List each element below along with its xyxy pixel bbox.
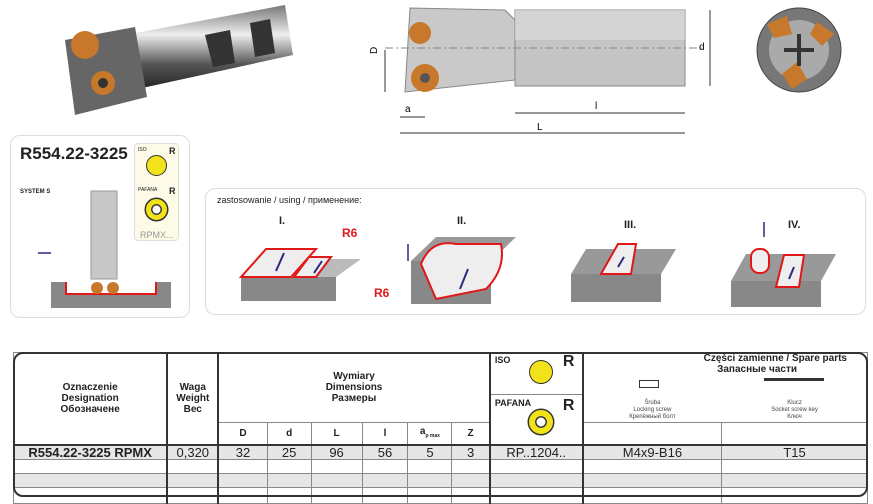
header-insert: ISO R PAFANA R <box>489 352 584 446</box>
cell-l: 56 <box>361 444 409 460</box>
col-ap: ap max <box>407 422 453 446</box>
col-Z: Z <box>451 422 491 446</box>
cell-insert: RP..1204.. <box>489 444 584 460</box>
cell-weight: 0,320 <box>166 444 220 460</box>
case-3-illustration <box>571 243 676 302</box>
insert-code: RPMX... <box>140 230 174 240</box>
col-D: D <box>217 422 268 446</box>
system-label: SYSTEM S <box>20 189 51 195</box>
pafana-label: PAFANA <box>494 398 532 408</box>
cell-designation: R554.22-3225 RPMX <box>13 444 169 460</box>
product-panel: R554.22-3225 SYSTEM S ISO R PAFANA R RPM… <box>10 135 190 318</box>
case-4-illustration <box>731 222 836 307</box>
empty-row <box>13 487 868 504</box>
table-row: R554.22-3225 RPMX 0,320 32 25 96 56 5 3 … <box>13 444 868 460</box>
case-label-1: I. <box>279 215 286 227</box>
round-insert-icon <box>146 155 167 176</box>
case-2-illustration <box>407 237 516 304</box>
cell-d: 25 <box>266 444 312 460</box>
cell-screw: M4x9-B16 <box>582 444 723 460</box>
screw-icon <box>638 380 659 388</box>
iso-label: ISO <box>138 147 147 153</box>
case-label-3: III. <box>624 219 637 231</box>
pafana-shape: R <box>169 186 176 196</box>
ring-insert-icon <box>528 410 553 434</box>
cell-ap: 5 <box>407 444 453 460</box>
product-code: R554.22-3225 <box>20 144 128 163</box>
dim-d-label: d <box>699 42 705 53</box>
case-label-2: II. <box>457 215 467 227</box>
radius-label-1: R6 <box>342 226 358 240</box>
empty-row <box>13 459 868 474</box>
key-icon <box>764 378 825 381</box>
pafana-label: PAFANA <box>138 187 158 193</box>
usage-panel: zastosowanie / using / применение: I. II… <box>205 188 866 315</box>
round-insert-icon <box>528 360 553 384</box>
tool-dimension-drawing: D d a l L <box>369 7 711 134</box>
col-L: L <box>310 422 363 446</box>
tool-in-pocket-illustration <box>38 190 171 308</box>
usage-illustrations <box>238 222 836 307</box>
case-label-4: IV. <box>788 219 801 231</box>
iso-shape: R <box>562 353 575 370</box>
tool-photo <box>65 5 293 115</box>
dim-L-label: L <box>537 122 543 133</box>
col-d: d <box>266 422 312 446</box>
cell-D: 32 <box>217 444 268 460</box>
radius-label-2: R6 <box>374 286 390 300</box>
insert-badge: ISO R PAFANA R RPMX... <box>134 143 179 241</box>
tool-end-view <box>756 7 842 93</box>
case-1-illustration <box>238 248 361 301</box>
col-l: l <box>361 422 409 446</box>
iso-label: ISO <box>494 355 511 365</box>
ring-insert-icon <box>146 199 167 220</box>
pafana-shape: R <box>562 397 575 414</box>
usage-title: zastosowanie / using / применение: <box>217 195 362 205</box>
cell-Z: 3 <box>451 444 491 460</box>
dim-a-label: a <box>405 104 411 115</box>
cell-L: 96 <box>310 444 363 460</box>
dim-l-label: l <box>595 101 597 112</box>
iso-shape: R <box>169 146 176 156</box>
cell-key: T15 <box>721 444 868 460</box>
empty-row <box>13 473 868 488</box>
dim-D-label: D <box>369 47 380 54</box>
